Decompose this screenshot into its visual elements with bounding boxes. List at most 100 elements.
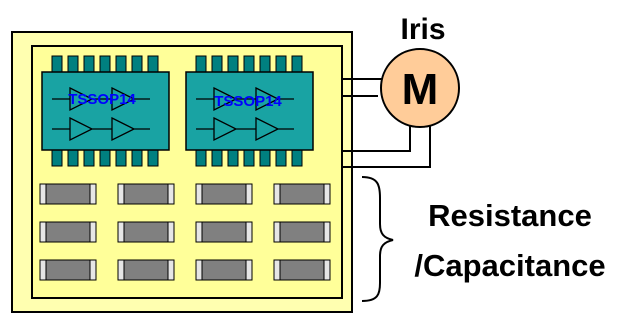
passive-end-cap <box>117 221 125 243</box>
passive-body <box>273 221 331 243</box>
chip-2-top-pin <box>243 55 255 73</box>
chip-1-top-pin <box>51 55 63 73</box>
passive-end-cap <box>195 259 203 281</box>
chip-1-bottom-pins <box>51 149 159 167</box>
chip-1-bottom-pin <box>83 149 95 167</box>
chip-1-bottom-pin <box>67 149 79 167</box>
wire-3 <box>342 120 411 152</box>
chip-2-top-pin <box>227 55 239 73</box>
chip-2-buffer-symbols <box>196 86 294 142</box>
resistance-capacitance-label: Resistance /Capacitance <box>361 176 606 302</box>
passive-end-cap <box>167 259 175 281</box>
chip-2-bottom-pin <box>227 149 239 167</box>
tssop14-chip-2: TSSOP14 <box>185 55 314 167</box>
passive-component <box>195 259 253 281</box>
passive-end-cap <box>117 183 125 205</box>
chip-2-bottom-pin <box>195 149 207 167</box>
wire-4 <box>342 117 431 168</box>
passive-end-cap <box>245 183 253 205</box>
passive-components-grid <box>39 183 331 281</box>
passive-body <box>117 259 175 281</box>
chip-1-bottom-pin <box>51 149 63 167</box>
passive-component <box>39 183 97 205</box>
tssop14-chip-1: TSSOP14 <box>41 55 170 167</box>
passive-body <box>195 259 253 281</box>
passive-end-cap <box>89 221 97 243</box>
passive-end-cap <box>323 259 331 281</box>
motor-wires <box>342 78 431 168</box>
passive-component <box>273 221 331 243</box>
chip-1-top-pin <box>147 55 159 73</box>
chip-2-top-pin <box>259 55 271 73</box>
chip-1-top-pin <box>67 55 79 73</box>
chip-1-top-pins <box>51 55 159 73</box>
passive-end-cap <box>273 221 281 243</box>
passive-component <box>39 221 97 243</box>
passive-body <box>39 221 97 243</box>
chip-2-top-pin <box>211 55 223 73</box>
motor-circle <box>380 48 460 128</box>
passive-end-cap <box>323 221 331 243</box>
passive-body <box>117 183 175 205</box>
passive-body <box>195 183 253 205</box>
passive-end-cap <box>39 259 47 281</box>
passive-body <box>117 221 175 243</box>
passive-component <box>117 183 175 205</box>
passive-component <box>195 221 253 243</box>
chip-2-top-pins <box>195 55 303 73</box>
passive-end-cap <box>39 221 47 243</box>
passive-end-cap <box>273 259 281 281</box>
passive-body <box>195 221 253 243</box>
chip-1-buffer-symbols <box>52 86 150 142</box>
passive-body <box>39 183 97 205</box>
passive-end-cap <box>273 183 281 205</box>
chip-2-top-pin <box>291 55 303 73</box>
chip-2-bottom-pin <box>211 149 223 167</box>
passive-end-cap <box>195 183 203 205</box>
chip-1-bottom-pin <box>115 149 127 167</box>
chip-1-top-pin <box>99 55 111 73</box>
passive-end-cap <box>245 221 253 243</box>
passive-component <box>117 221 175 243</box>
passive-body <box>273 183 331 205</box>
passive-component <box>117 259 175 281</box>
passive-end-cap <box>39 183 47 205</box>
iris-motor: M Iris <box>380 13 460 128</box>
passive-component <box>273 183 331 205</box>
chip-1-bottom-pin <box>131 149 143 167</box>
passive-body <box>39 259 97 281</box>
chip-1-label: TSSOP14 <box>68 91 136 108</box>
chip-2-body <box>185 71 314 151</box>
passive-body <box>273 259 331 281</box>
motor-title: Iris <box>400 13 445 46</box>
chip-2-top-pin <box>275 55 287 73</box>
chip-2-label: TSSOP14 <box>214 93 282 110</box>
chip-2-bottom-pin <box>243 149 255 167</box>
passive-end-cap <box>245 259 253 281</box>
chip-1-top-pin <box>131 55 143 73</box>
chip-2-top-pin <box>195 55 207 73</box>
chip-1-top-pin <box>115 55 127 73</box>
passive-component <box>273 259 331 281</box>
passive-end-cap <box>167 221 175 243</box>
chip-2-bottom-pin <box>291 149 303 167</box>
passive-end-cap <box>323 183 331 205</box>
chip-1-top-pin <box>83 55 95 73</box>
passive-end-cap <box>117 259 125 281</box>
components-label-line1: Resistance <box>428 198 592 233</box>
chip-1-body <box>41 71 170 151</box>
passive-end-cap <box>195 221 203 243</box>
passive-end-cap <box>167 183 175 205</box>
chip-1-bottom-pin <box>147 149 159 167</box>
components-label-line2: /Capacitance <box>414 248 605 283</box>
passive-component <box>39 259 97 281</box>
curly-brace <box>361 176 394 302</box>
chip-2-bottom-pins <box>195 149 303 167</box>
passive-end-cap <box>89 259 97 281</box>
passive-component <box>195 183 253 205</box>
chip-2-bottom-pin <box>259 149 271 167</box>
passive-end-cap <box>89 183 97 205</box>
motor-symbol: M <box>402 65 439 114</box>
chip-1-bottom-pin <box>99 149 111 167</box>
